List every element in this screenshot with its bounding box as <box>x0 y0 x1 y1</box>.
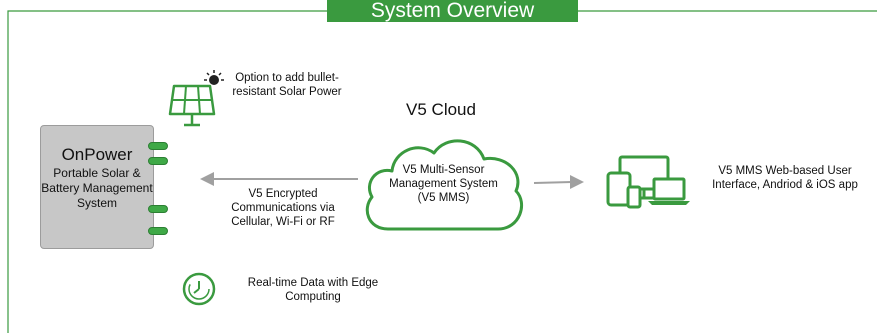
connector-plug <box>148 142 168 150</box>
cloud-label: V5 Multi-Sensor Management System (V5 MM… <box>389 164 498 204</box>
section-title: System Overview <box>327 0 578 22</box>
onpower-box <box>40 125 154 249</box>
solar-panel-icon <box>168 70 224 127</box>
edge-caption: Real-time Data with Edge Computing <box>247 277 379 303</box>
sun-icon <box>204 70 224 85</box>
connector-plug <box>148 205 168 213</box>
cloud-icon <box>365 139 524 231</box>
cloud-title: V5 Cloud <box>406 100 476 119</box>
connector-plug <box>148 227 168 235</box>
onpower-title: OnPower <box>61 145 133 164</box>
devices-icon <box>606 155 690 209</box>
clock-icon <box>182 272 216 306</box>
comms-caption: V5 Encrypted Communications via Cellular… <box>231 188 335 228</box>
arrow-left-icon <box>200 172 358 186</box>
onpower-subtitle: Portable Solar & Battery Management Syst… <box>41 166 153 210</box>
connector-plug <box>148 157 168 165</box>
arrow-right-icon <box>533 175 584 189</box>
solar-caption: Option to add bullet- resistant Solar Po… <box>232 72 342 98</box>
devices-caption: V5 MMS Web-based User Interface, Andriod… <box>712 165 858 191</box>
